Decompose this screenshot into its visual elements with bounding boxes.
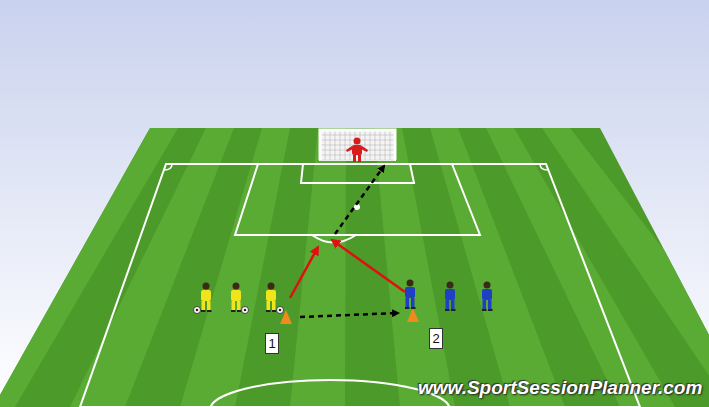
player bbox=[445, 282, 456, 312]
grass-stripe bbox=[430, 128, 565, 407]
grass-stripe bbox=[290, 128, 346, 407]
grass-stripe bbox=[542, 128, 709, 407]
callout-number: 1 bbox=[268, 337, 275, 350]
player bbox=[482, 282, 493, 312]
callout-box: 2 bbox=[429, 328, 443, 349]
player bbox=[405, 280, 416, 310]
grass-stripe bbox=[180, 128, 290, 407]
net-line bbox=[320, 135, 395, 136]
callout-number: 2 bbox=[432, 332, 439, 345]
watermark: www.SportSessionPlanner.com bbox=[418, 377, 702, 399]
player bbox=[231, 283, 249, 314]
callout-box: 1 bbox=[265, 333, 279, 354]
player bbox=[194, 283, 212, 314]
ball bbox=[242, 307, 249, 314]
ball bbox=[277, 307, 284, 314]
player bbox=[266, 283, 284, 314]
ball bbox=[194, 307, 201, 314]
net-line bbox=[320, 160, 395, 161]
